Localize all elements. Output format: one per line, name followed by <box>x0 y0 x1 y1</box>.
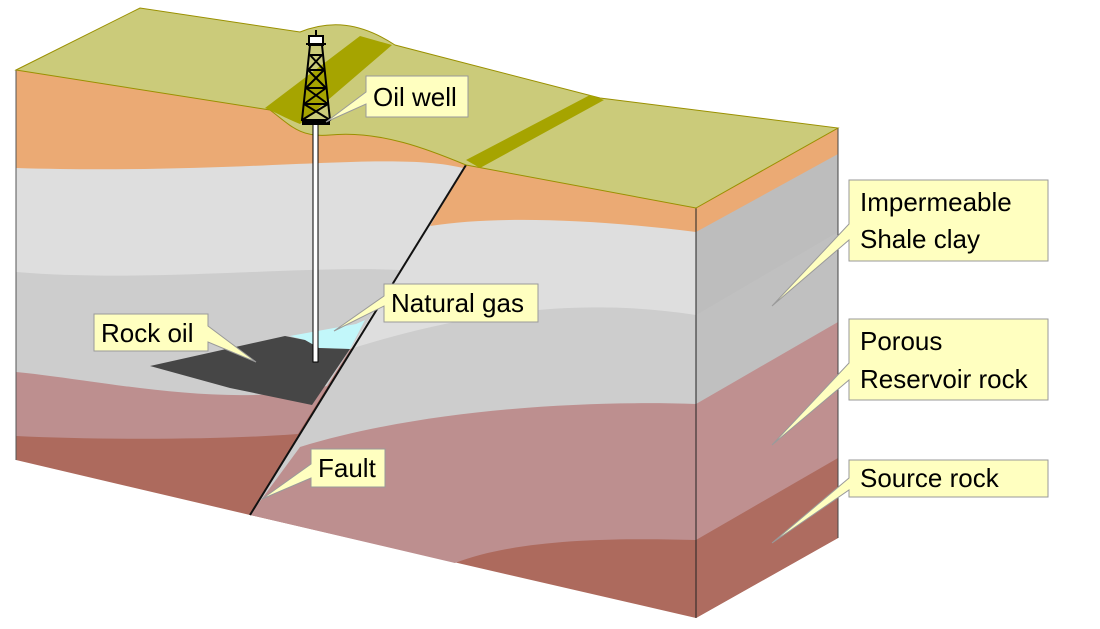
rock-oil-label: Rock oil <box>101 318 193 348</box>
derrick-icon <box>300 30 332 121</box>
callout-impermeable-shale: Impermeable Shale clay <box>771 179 1049 307</box>
surface-ridge-right <box>466 95 604 168</box>
impermeable-label-line2: Shale clay <box>860 224 980 254</box>
fault-label: Fault <box>318 453 377 483</box>
oil-well <box>300 30 332 363</box>
callout-fault: Fault <box>261 448 386 500</box>
surface-ridge-left <box>265 36 392 124</box>
porous-label-line1: Porous <box>860 326 942 356</box>
callout-porous-reservoir: Porous Reservoir rock <box>771 318 1049 446</box>
callout-source-rock: Source rock <box>771 459 1049 544</box>
natural-gas-label: Natural gas <box>391 288 524 318</box>
impermeable-label-line1: Impermeable <box>860 187 1012 217</box>
side-face <box>695 128 839 618</box>
porous-label-line2: Reservoir rock <box>860 364 1029 394</box>
well-pipe <box>312 121 319 363</box>
callout-natural-gas: Natural gas <box>333 283 539 332</box>
source-rock-label: Source rock <box>860 463 1000 493</box>
right-topsoil-layer <box>430 165 696 232</box>
derrick-base <box>302 120 330 125</box>
side-source-rock-band <box>696 458 838 618</box>
side-topsoil <box>696 128 838 232</box>
rock-oil-pocket <box>150 336 350 405</box>
side-shale-light <box>696 128 838 315</box>
oil-well-label: Oil well <box>373 82 457 112</box>
callout-rock-oil: Rock oil <box>93 313 257 363</box>
fault-line <box>249 164 467 516</box>
left-topsoil-curve <box>16 70 466 168</box>
natural-gas-pocket <box>290 320 365 349</box>
callout-oil-well: Oil well <box>325 75 469 123</box>
